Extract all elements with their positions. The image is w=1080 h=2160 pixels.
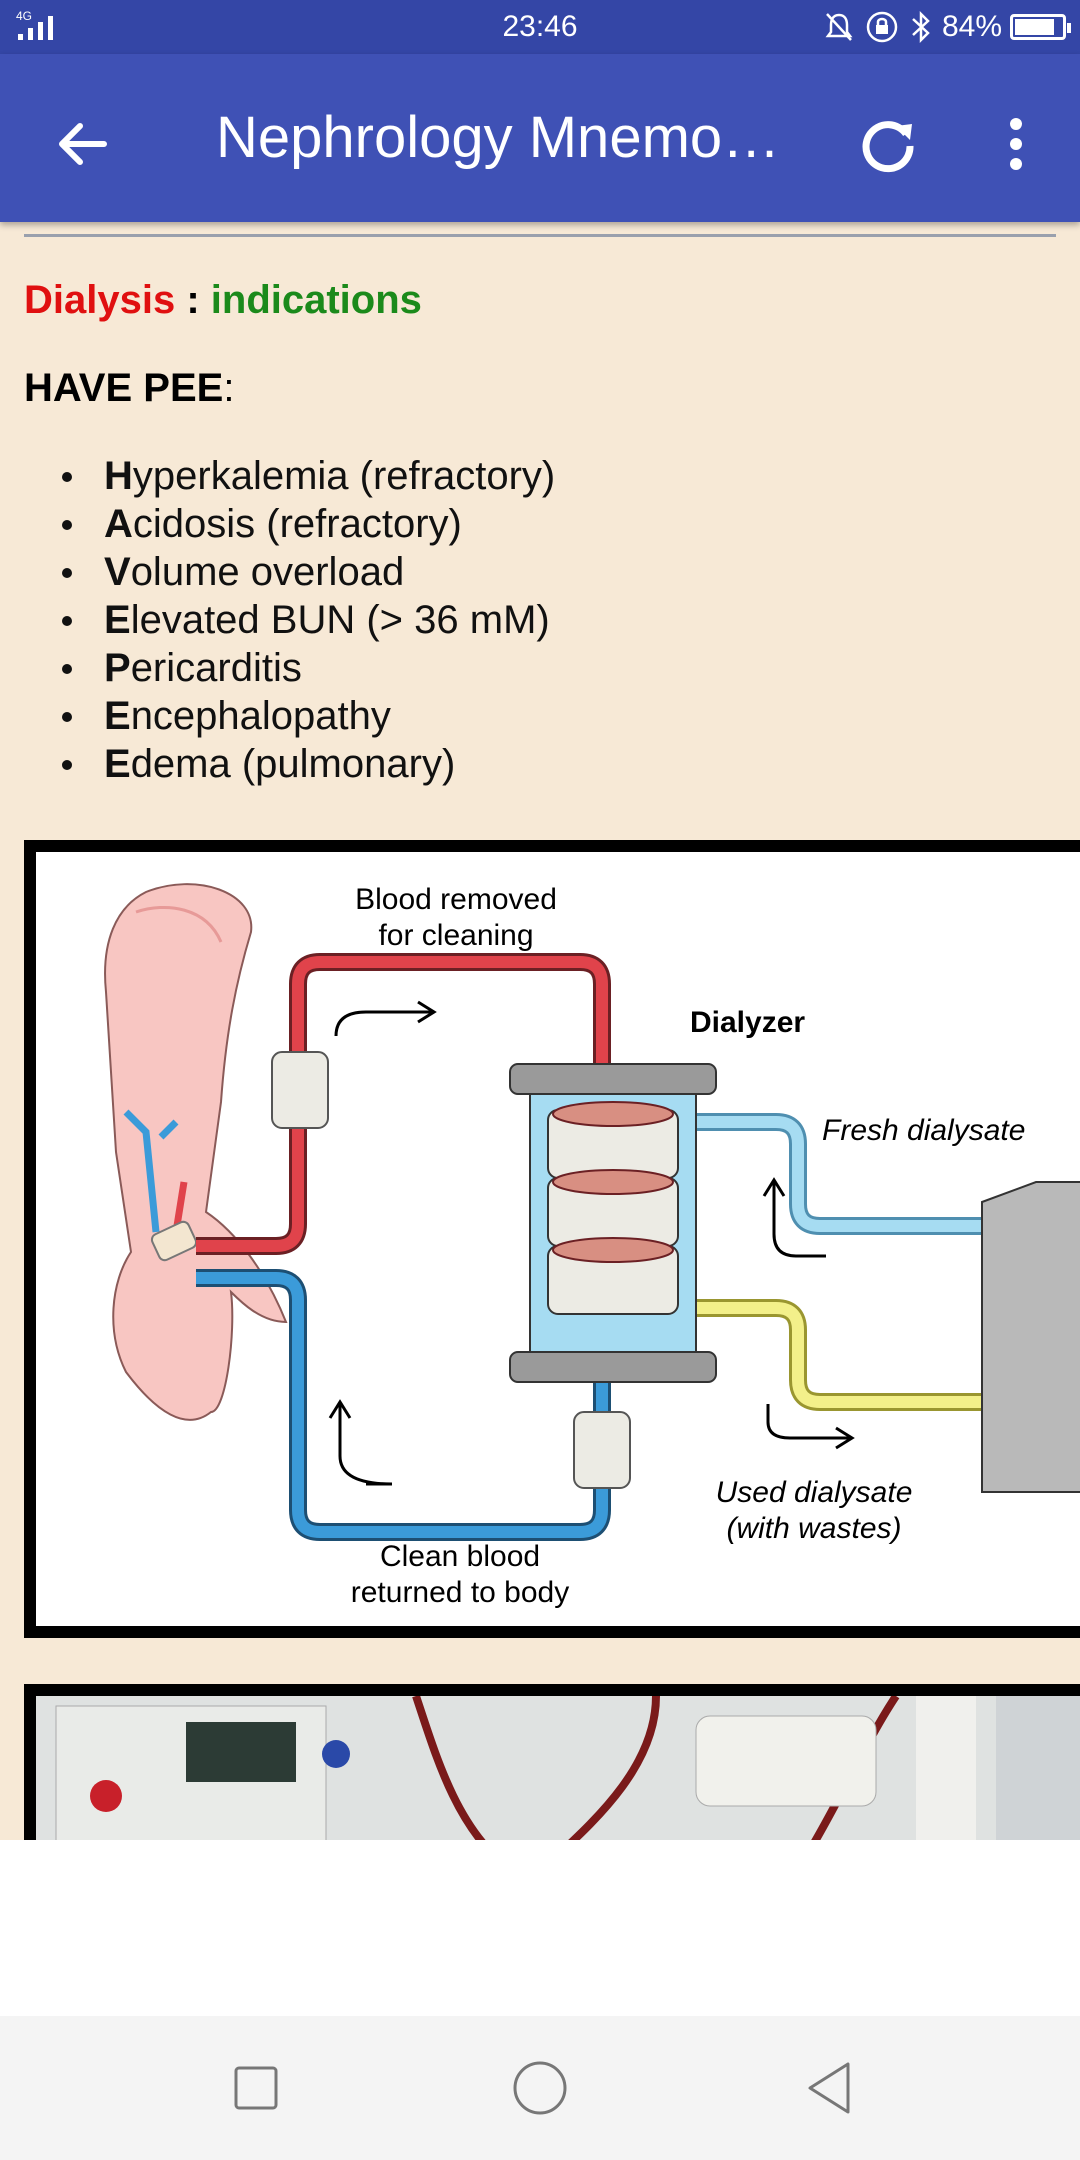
page-title: Nephrology Mnemo…	[216, 105, 781, 170]
heading-topic: Dialysis	[24, 278, 176, 322]
heading-separator: :	[175, 278, 211, 322]
app-bar: Nephrology Mnemo…	[0, 54, 1080, 222]
rotation-lock-icon	[866, 11, 898, 43]
dialysis-diagram: Blood removed for cleaning Dialyzer Fres…	[24, 840, 1080, 1638]
battery-percent: 84%	[941, 10, 1002, 43]
arm-illustration	[104, 883, 288, 1421]
navigation-bar	[0, 2016, 1080, 2160]
list-item: Volume overload	[61, 548, 555, 596]
mnemonic-heading: Dialysis : indications	[24, 278, 422, 323]
home-circle-icon[interactable]	[500, 2048, 580, 2128]
dialysis-machine-photo	[24, 1684, 1080, 1840]
more-options-icon[interactable]	[986, 104, 1046, 184]
list-item: Hyperkalemia (refractory)	[61, 454, 556, 498]
refresh-icon[interactable]	[848, 104, 928, 184]
label-blood-removed: Blood removed	[355, 883, 557, 916]
list-item: Encephalopathy	[61, 692, 555, 740]
status-time: 23:46	[502, 10, 578, 43]
mute-bell-icon	[825, 13, 853, 41]
mnemonic-title: HAVE PEE:	[24, 366, 235, 410]
mnemonic-list: Hyperkalemia (refractory) Acidosis (refr…	[61, 452, 556, 788]
pump	[271, 1051, 329, 1129]
divider	[24, 234, 1056, 237]
label-clean-blood-2: returned to body	[351, 1576, 569, 1609]
label-clean-blood: Clean blood	[380, 1540, 540, 1573]
list-item: Pericarditis	[61, 644, 555, 692]
dialyzer-illustration	[509, 1063, 717, 1383]
list-item: Elevated BUN (> 36 mM)	[61, 596, 555, 644]
flow-arrows	[328, 1000, 855, 1486]
label-dialyzer: Dialyzer	[690, 1006, 805, 1039]
back-triangle-icon[interactable]	[790, 2048, 870, 2128]
recents-square-icon[interactable]	[216, 2048, 296, 2128]
label-fresh-dialysate: Fresh dialysate	[822, 1114, 1025, 1147]
dialysis-machine	[981, 1181, 1080, 1493]
status-bar: 4G 23:46 84%	[0, 0, 1080, 54]
pump	[573, 1411, 631, 1489]
label-used-dialysate: Used dialysate	[716, 1476, 913, 1509]
heading-subtopic: indications	[210, 278, 422, 322]
label-used-dialysate-2: (with wastes)	[726, 1512, 901, 1545]
content-area[interactable]: Dialysis : indications HAVE PEE: Hyperka…	[0, 222, 1080, 1840]
svg-text:4G: 4G	[16, 9, 32, 23]
mnemonic-word: HAVE PEE	[24, 366, 224, 410]
battery-icon	[1010, 14, 1071, 40]
list-item: Acidosis (refractory)	[61, 500, 555, 548]
bluetooth-icon	[912, 10, 930, 44]
signal-icon: 4G	[16, 9, 53, 40]
label-blood-removed-2: for cleaning	[378, 919, 533, 952]
back-arrow-icon[interactable]	[44, 104, 124, 184]
blank-area	[0, 1840, 1080, 2016]
list-item: Edema (pulmonary)	[61, 740, 555, 788]
